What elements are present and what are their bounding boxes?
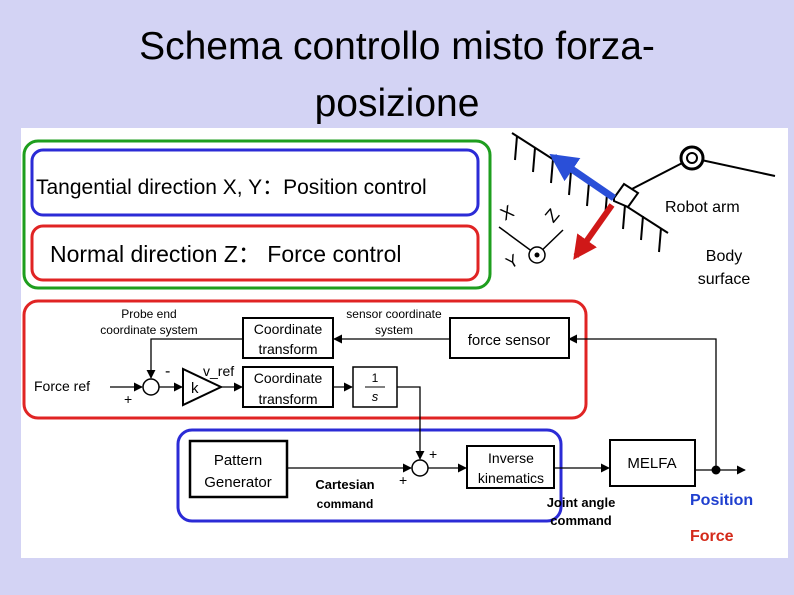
probe-end-label-1: Probe end bbox=[121, 307, 176, 321]
melfa-label: MELFA bbox=[627, 455, 676, 472]
coordinate-transform-1-line2: transform bbox=[258, 341, 317, 357]
gain-block bbox=[182, 367, 224, 407]
inverse-kinematics-line2: kinematics bbox=[478, 470, 544, 486]
legend-force: Force bbox=[690, 528, 734, 545]
force-sensor-box bbox=[449, 317, 570, 359]
sensor-coord-label-2: system bbox=[375, 323, 413, 337]
force-loop-frame bbox=[22, 299, 588, 420]
force-control-label: Normal direction Z： Force control bbox=[50, 241, 402, 267]
integrator-denominator: s bbox=[372, 389, 379, 404]
plus-sign-2: + bbox=[429, 446, 437, 462]
robot-joint-icon bbox=[679, 145, 705, 171]
coordinate-transform-2-line1: Coordinate bbox=[254, 370, 323, 386]
axis-y-label: Y bbox=[503, 251, 522, 273]
integrator-numerator: 1 bbox=[372, 371, 379, 385]
melfa-box bbox=[609, 439, 696, 487]
probe-tip-icon bbox=[613, 182, 640, 209]
signal-wires bbox=[110, 334, 746, 475]
robot-arm-illustration: X Z Y Robot arm Body surface bbox=[497, 132, 776, 288]
inverse-kinematics-box bbox=[466, 445, 555, 489]
position-control-box bbox=[30, 148, 480, 217]
axis-z-label: Z bbox=[541, 205, 563, 226]
mode-group-frame bbox=[22, 139, 492, 290]
cartesian-command-line2: command bbox=[317, 497, 374, 511]
force-control-box bbox=[30, 224, 480, 282]
inverse-kinematics-line1: Inverse bbox=[488, 450, 534, 466]
position-loop-frame bbox=[176, 428, 563, 523]
axis-x-label: X bbox=[497, 201, 517, 224]
body-surface-label-1: Body bbox=[706, 248, 742, 265]
body-surface-label-2: surface bbox=[698, 271, 751, 288]
coordinate-transform-box-2 bbox=[242, 366, 334, 408]
plus-sign-1: + bbox=[124, 391, 132, 407]
coordinate-transform-2-line2: transform bbox=[258, 391, 317, 407]
summing-junction-2 bbox=[411, 459, 429, 477]
legend-position: Position bbox=[690, 492, 753, 509]
position-direction-arrow bbox=[549, 153, 616, 201]
gain-label: k bbox=[191, 380, 199, 397]
sensor-coord-label-1: sensor coordinate bbox=[346, 307, 442, 321]
force-direction-arrow bbox=[573, 203, 615, 260]
robot-arm-label: Robot arm bbox=[665, 199, 740, 216]
slide-title-line-1: Schema controllo misto forza- bbox=[139, 25, 655, 68]
cartesian-command-line1: Cartesian bbox=[315, 477, 374, 492]
pattern-generator-line1: Pattern bbox=[214, 452, 262, 469]
output-node bbox=[711, 465, 721, 475]
plus-sign-3: + bbox=[399, 472, 407, 488]
slide-title-line-2: posizione bbox=[314, 82, 480, 125]
control-diagram-panel: Tangential direction X, Y：Position contr… bbox=[21, 128, 788, 558]
pattern-generator-line2: Generator bbox=[204, 474, 272, 491]
coordinate-transform-1-line1: Coordinate bbox=[254, 321, 323, 337]
probe-end-label-2: coordinate system bbox=[100, 323, 197, 337]
coordinate-transform-box-1 bbox=[242, 317, 334, 359]
control-diagram: Tangential direction X, Y：Position contr… bbox=[22, 132, 776, 545]
joint-angle-line1: Joint angle bbox=[547, 495, 616, 510]
minus-sign-1: - bbox=[165, 363, 170, 380]
pattern-generator-box bbox=[188, 439, 289, 499]
summing-junction-1 bbox=[142, 378, 160, 396]
surface-hatching bbox=[514, 135, 662, 253]
v-ref-label: v_ref bbox=[203, 363, 234, 379]
position-control-label: Tangential direction X, Y：Position contr… bbox=[36, 176, 427, 199]
force-ref-label: Force ref bbox=[34, 378, 90, 394]
joint-angle-line2: command bbox=[550, 513, 611, 528]
force-sensor-label: force sensor bbox=[468, 332, 551, 349]
